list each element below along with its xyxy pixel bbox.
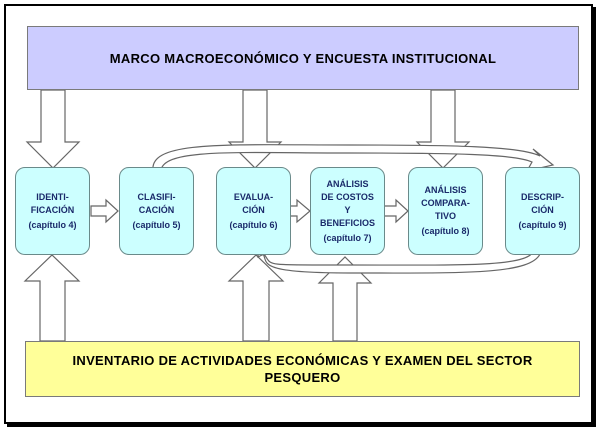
- box-analisis-comparativo-chapter: (capítulo 8): [421, 226, 470, 236]
- box-analisis-comparativo: ANÁLISIS COMPARA- TIVO (capítulo 8): [408, 167, 483, 255]
- box-descripcion-title: DESCRIP- CIÓN: [520, 191, 564, 215]
- bottom-band-text: INVENTARIO DE ACTIVIDADES ECONÓMICAS Y E…: [72, 353, 533, 385]
- box-clasificacion: CLASIFI- CACIÓN (capítulo 5): [119, 167, 194, 255]
- box-identificacion-chapter: (capítulo 4): [28, 219, 77, 230]
- box-identificacion-title: IDENTI- FICACIÓN: [30, 191, 75, 215]
- up-arrow-identificacion: [23, 254, 81, 342]
- top-band: MARCO MACROECONÓMICO Y ENCUESTA INSTITUC…: [27, 26, 579, 90]
- box-analisis-costos-title: ANÁLISIS DE COSTOS Y BENEFICIOS: [319, 178, 375, 228]
- box-evaluacion-title: EVALUA- CIÓN: [233, 191, 274, 215]
- box-analisis-costos-chapter: (capítulo 7): [323, 232, 372, 243]
- up-arrow-evaluacion: [227, 254, 285, 342]
- bottom-band: INVENTARIO DE ACTIVIDADES ECONÓMICAS Y E…: [25, 341, 580, 397]
- box-descripcion-chapter: (capítulo 9): [518, 219, 567, 230]
- right-arrow-1: [90, 198, 119, 224]
- box-analisis-costos: ANÁLISIS DE COSTOS Y BENEFICIOS (capítul…: [310, 167, 385, 255]
- down-arrow-analisis-comparativo: [415, 89, 471, 169]
- curved-arrow-top: [152, 144, 555, 172]
- down-arrow-identificacion: [25, 89, 81, 169]
- box-clasificacion-title: CLASIFI- CACIÓN: [137, 191, 176, 215]
- box-evaluacion-chapter: (capítulo 6): [229, 219, 278, 230]
- box-clasificacion-chapter: (capítulo 5): [132, 219, 181, 230]
- box-analisis-comparativo-title: ANÁLISIS COMPARA- TIVO: [421, 185, 470, 221]
- box-descripcion: DESCRIP- CIÓN (capítulo 9): [505, 167, 580, 255]
- right-arrow-4: [382, 198, 409, 224]
- down-arrow-evaluacion: [227, 89, 283, 169]
- box-evaluacion: EVALUA- CIÓN (capítulo 6): [216, 167, 291, 255]
- top-band-text: MARCO MACROECONÓMICO Y ENCUESTA INSTITUC…: [109, 50, 497, 66]
- curved-arrow-bottom: [257, 243, 541, 274]
- box-identificacion: IDENTI- FICACIÓN (capítulo 4): [15, 167, 90, 255]
